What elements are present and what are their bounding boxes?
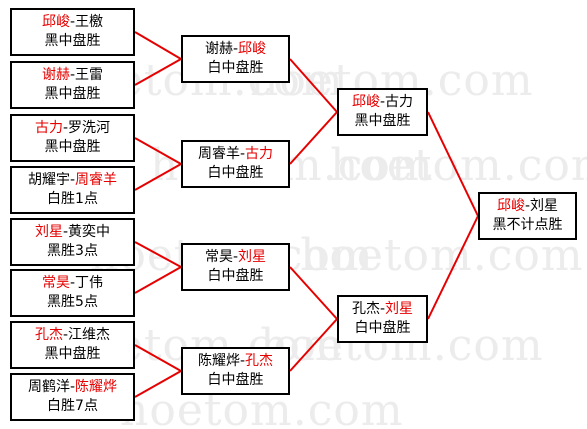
connector-r3-match-1-to-final-match <box>427 111 479 217</box>
connector-r1-match-1-to-r2-match-1 <box>134 31 182 60</box>
player-right: 江维杰 <box>68 327 111 343</box>
r2-match-4: 陈耀烨-孔杰 白中盘胜 <box>181 347 290 395</box>
player-right: 古力 <box>245 146 274 162</box>
r1-match-3-players: 古力-罗洗河 <box>34 120 111 136</box>
r1-match-7-players: 孔杰-江维杰 <box>34 327 111 343</box>
r3-match-1-result: 黑中盘胜 <box>354 113 411 129</box>
connector-r2-match-1-to-r3-match-1 <box>289 58 338 113</box>
r3-match-1: 邱峻-古力 黑中盘胜 <box>337 88 428 136</box>
player-right: 陈耀烨 <box>75 379 118 395</box>
r3-match-2: 孔杰-刘星 白中盘胜 <box>337 295 428 343</box>
r2-match-1: 谢赫-邱峻 白中盘胜 <box>181 35 290 83</box>
r1-match-5: 刘星-黄奕中 黑胜3点 <box>10 218 135 266</box>
player-right: 丁伟 <box>75 275 104 291</box>
player-left: 孔杰 <box>34 327 63 343</box>
r1-match-2-result: 黑中盘胜 <box>44 86 101 102</box>
r1-match-5-players: 刘星-黄奕中 <box>34 224 111 240</box>
r1-match-3: 古力-罗洗河 黑中盘胜 <box>10 114 135 162</box>
player-right: 邱峻 <box>238 41 267 57</box>
player-right: 黄奕中 <box>68 224 111 240</box>
r1-match-4: 胡耀宇-周睿羊 白胜1点 <box>10 166 135 214</box>
final-match-players: 邱峻-刘星 <box>496 198 559 214</box>
player-left: 古力 <box>34 120 63 136</box>
connector-r1-match-3-to-r2-match-2 <box>134 137 182 165</box>
player-right: 王檄 <box>75 14 104 30</box>
player-right: 周睿羊 <box>75 172 118 188</box>
r2-match-3: 常昊-刘星 白中盘胜 <box>181 243 290 291</box>
connector-r2-match-4-to-r3-match-2 <box>289 318 338 372</box>
r1-match-7: 孔杰-江维杰 黑中盘胜 <box>10 321 135 369</box>
r1-match-5-result: 黑胜3点 <box>47 243 98 259</box>
player-left: 周睿羊 <box>197 146 240 162</box>
player-left: 谢赫 <box>204 41 233 57</box>
player-left: 常昊 <box>204 249 233 265</box>
r1-match-7-result: 黑中盘胜 <box>44 346 101 362</box>
r1-match-1-players: 邱峻-王檄 <box>41 14 104 30</box>
player-right: 刘星 <box>385 301 414 317</box>
r2-match-3-players: 常昊-刘星 <box>204 249 267 265</box>
player-right: 孔杰 <box>245 353 274 369</box>
connector-r1-match-5-to-r2-match-3 <box>134 241 182 268</box>
r1-match-6: 常昊-丁伟 黑胜5点 <box>10 269 135 317</box>
r2-match-3-result: 白中盘胜 <box>207 268 264 284</box>
player-right: 罗洗河 <box>68 120 111 136</box>
r1-match-1: 邱峻-王檄 黑中盘胜 <box>10 8 135 56</box>
player-left: 陈耀烨 <box>197 353 240 369</box>
r1-match-6-players: 常昊-丁伟 <box>41 275 104 291</box>
connector-r1-match-7-to-r2-match-4 <box>134 344 182 372</box>
player-left: 谢赫 <box>41 67 70 83</box>
r1-match-2-players: 谢赫-王雷 <box>41 67 104 83</box>
r1-match-8-players: 周鹤洋-陈耀烨 <box>27 379 118 395</box>
r1-match-4-result: 白胜1点 <box>47 191 98 207</box>
connector-r1-match-8-to-r2-match-4 <box>134 370 182 398</box>
connector-r1-match-6-to-r2-match-3 <box>134 266 182 294</box>
connector-r1-match-4-to-r2-match-2 <box>134 163 182 191</box>
player-right: 古力 <box>385 94 414 110</box>
r2-match-1-result: 白中盘胜 <box>207 60 264 76</box>
player-left: 邱峻 <box>496 198 525 214</box>
r1-match-2: 谢赫-王雷 黑中盘胜 <box>10 61 135 109</box>
r1-match-6-result: 黑胜5点 <box>47 294 98 310</box>
r1-match-4-players: 胡耀宇-周睿羊 <box>27 172 118 188</box>
r1-match-8-result: 白胜7点 <box>47 398 98 414</box>
r1-match-8: 周鹤洋-陈耀烨 白胜7点 <box>10 373 135 421</box>
final-match: 邱峻-刘星 黑不计点胜 <box>478 192 577 240</box>
r2-match-2: 周睿羊-古力 白中盘胜 <box>181 140 290 188</box>
r3-match-1-players: 邱峻-古力 <box>351 94 414 110</box>
player-right: 刘星 <box>238 249 267 265</box>
player-left: 胡耀宇 <box>27 172 70 188</box>
player-left: 常昊 <box>41 275 70 291</box>
r3-match-2-players: 孔杰-刘星 <box>351 301 414 317</box>
player-left: 邱峻 <box>41 14 70 30</box>
connector-r2-match-3-to-r3-match-2 <box>289 266 338 320</box>
r2-match-2-players: 周睿羊-古力 <box>197 146 274 162</box>
r1-match-1-result: 黑中盘胜 <box>44 33 101 49</box>
player-left: 刘星 <box>34 224 63 240</box>
player-right: 王雷 <box>75 67 104 83</box>
connector-r1-match-2-to-r2-match-1 <box>134 58 182 86</box>
r1-match-3-result: 黑中盘胜 <box>44 139 101 155</box>
r2-match-4-result: 白中盘胜 <box>207 372 264 388</box>
final-match-result: 黑不计点胜 <box>492 217 563 233</box>
player-left: 孔杰 <box>351 301 380 317</box>
connector-r3-match-2-to-final-match <box>427 215 479 320</box>
player-left: 周鹤洋 <box>27 379 70 395</box>
r2-match-1-players: 谢赫-邱峻 <box>204 41 267 57</box>
r2-match-2-result: 白中盘胜 <box>207 165 264 181</box>
r2-match-4-players: 陈耀烨-孔杰 <box>197 353 274 369</box>
r3-match-2-result: 白中盘胜 <box>354 320 411 336</box>
player-right: 刘星 <box>530 198 559 214</box>
player-left: 邱峻 <box>351 94 380 110</box>
connector-r2-match-2-to-r3-match-1 <box>289 111 338 165</box>
